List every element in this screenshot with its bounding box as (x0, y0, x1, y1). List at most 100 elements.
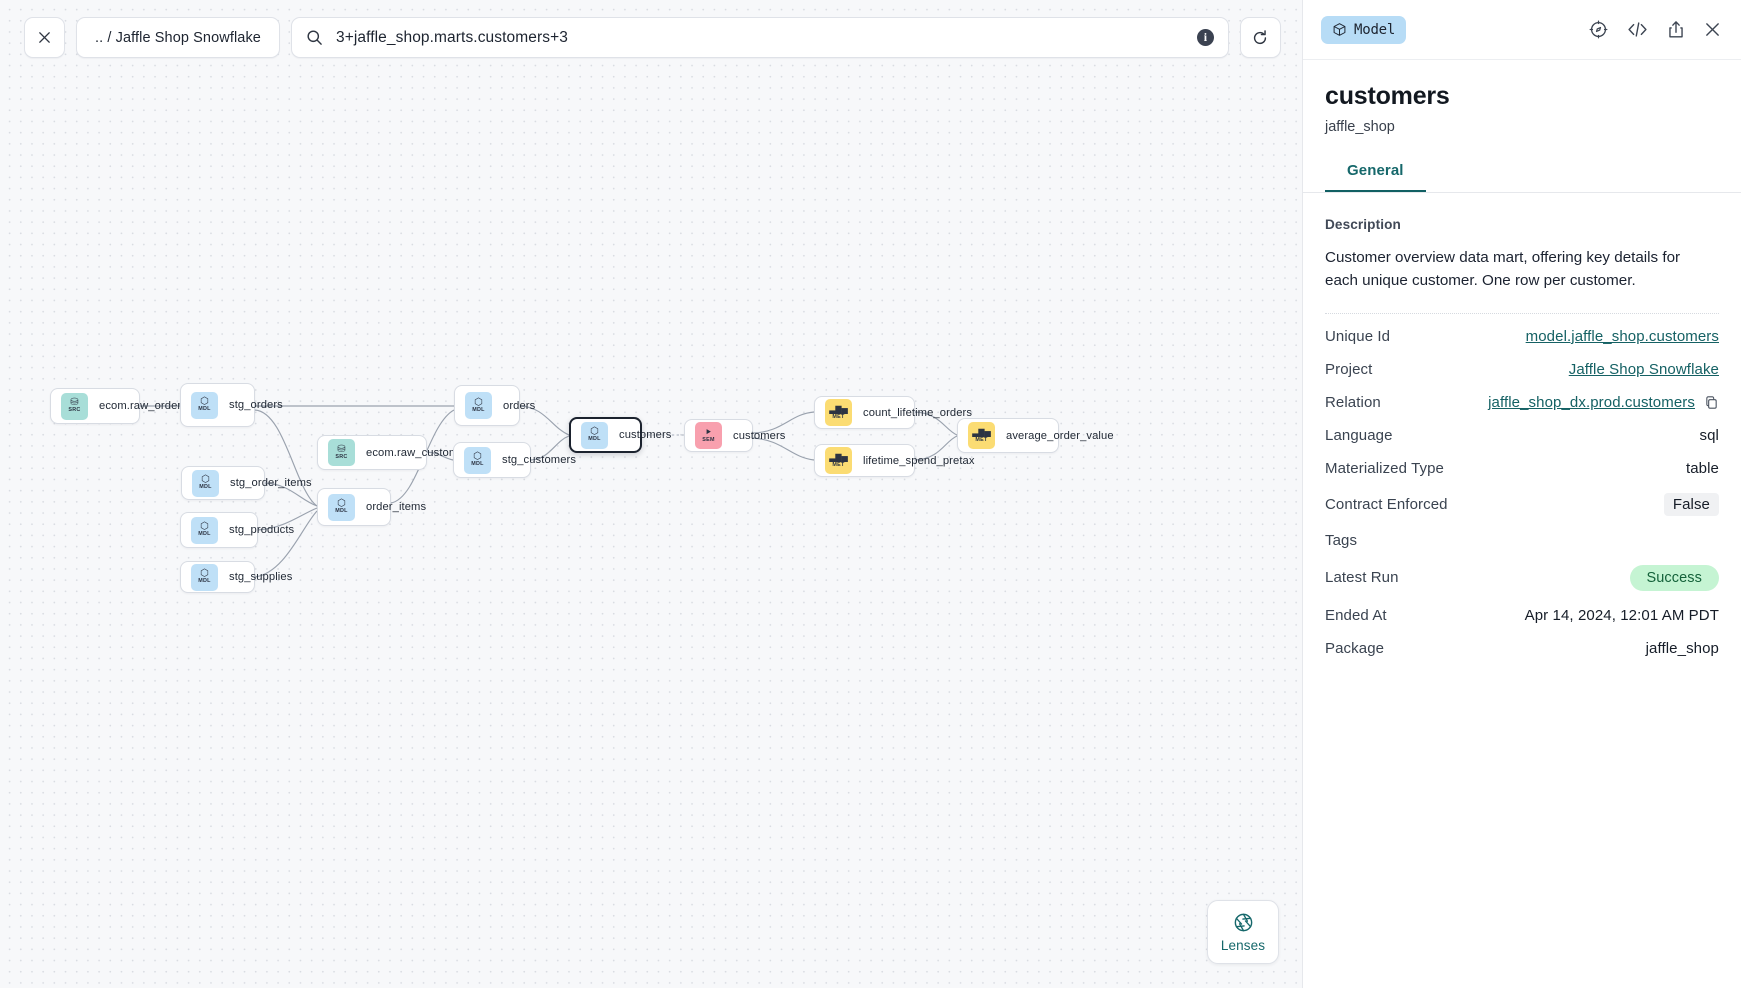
panel-body: Description Customer overview data mart,… (1303, 193, 1741, 988)
detail-row-value-wrap: model.jaffle_shop.customers (1526, 328, 1719, 345)
mdl-badge-icon: ⬡MDL (464, 446, 491, 474)
resource-type-chip[interactable]: Model (1321, 15, 1407, 44)
detail-row-value: sql (1699, 426, 1719, 444)
mdl-badge-icon: ⬡MDL (465, 392, 492, 419)
detail-row-value-wrap: Success (1629, 564, 1719, 591)
lineage-node-customers_model[interactable]: ⬡MDL customers (569, 417, 671, 453)
mdl-badge-icon: ⬡MDL (328, 493, 355, 521)
detail-row-key: Project (1325, 360, 1373, 378)
detail-row-value-wrap: False (1663, 492, 1719, 516)
node-label: ecom.raw_customers (366, 446, 475, 459)
detail-row-key: Tags (1325, 531, 1358, 549)
sem-badge-icon: ⯈SEM (695, 422, 722, 449)
cube-icon (1333, 23, 1346, 36)
detail-row-value[interactable]: jaffle_shop_dx.prod.customers (1488, 393, 1695, 411)
detail-panel: Model (1302, 0, 1741, 988)
close-icon[interactable] (1704, 21, 1721, 38)
mdl-badge-icon: ⬡MDL (191, 563, 218, 591)
detail-row: Tags (1325, 524, 1719, 557)
breadcrumb[interactable]: .. / Jaffle Shop Snowflake (76, 17, 280, 58)
src-badge-icon: ⛁SRC (61, 392, 88, 420)
met-badge-icon: ▃▇▅MET (968, 422, 995, 449)
detail-row-key: Ended At (1325, 606, 1387, 624)
lineage-node-stg_orders[interactable]: ⬡MDL stg_orders (180, 383, 283, 427)
src-badge-icon: ⛁SRC (328, 439, 355, 466)
detail-row: Project Jaffle Shop Snowflake (1325, 353, 1719, 386)
lineage-node-order_items[interactable]: ⬡MDL order_items (317, 488, 426, 526)
close-lineage-button[interactable] (24, 17, 65, 58)
detail-row-value: False (1663, 492, 1719, 516)
node-label: count_lifetime_orders (863, 406, 973, 419)
search-icon (307, 30, 322, 45)
mdl-badge-icon: ⬡MDL (192, 469, 219, 497)
detail-row-value: Apr 14, 2024, 12:01 AM PDT (1524, 606, 1719, 624)
code-icon[interactable] (1627, 20, 1648, 39)
node-label: stg_orders (229, 399, 283, 411)
lineage-node-count_lifetime_orders[interactable]: ▃▇▅MET count_lifetime_orders (814, 396, 972, 429)
detail-row-value-wrap: table (1686, 460, 1719, 477)
node-label: lifetime_spend_pretax (863, 454, 975, 467)
close-icon (39, 32, 50, 43)
detail-row: Contract Enforced False (1325, 485, 1719, 524)
description-label: Description (1325, 217, 1401, 232)
lineage-node-average_order_value[interactable]: ▃▇▅MET average_order_value (957, 418, 1114, 453)
search-bar[interactable]: i (290, 17, 1229, 58)
info-icon[interactable]: i (1196, 29, 1214, 46)
detail-row-value-wrap: jaffle_shop_dx.prod.customers (1488, 394, 1719, 411)
mdl-badge-icon: ⬡MDL (191, 391, 218, 419)
node-label: customers (619, 429, 672, 441)
panel-header: customers jaffle_shop (1303, 59, 1741, 135)
share-icon[interactable] (1667, 20, 1685, 39)
page-subtitle: jaffle_shop (1325, 119, 1395, 135)
tab-general[interactable]: General (1325, 162, 1426, 192)
status-badge: Success (1629, 564, 1719, 591)
lineage-node-orders[interactable]: ⬡MDL orders (454, 385, 535, 426)
node-label: orders (503, 399, 536, 412)
description-text: Customer overview data mart, offering ke… (1325, 249, 1681, 290)
lineage-canvas[interactable]: .. / Jaffle Shop Snowflake i (0, 0, 1302, 988)
lenses-label: Lenses (1220, 937, 1266, 953)
search-input[interactable] (335, 28, 1184, 47)
node-label: stg_order_items (230, 477, 312, 489)
copy-icon[interactable] (1704, 395, 1719, 410)
lineage-node-stg_supplies[interactable]: ⬡MDL stg_supplies (180, 561, 292, 593)
mdl-badge-icon: ⬡MDL (581, 421, 608, 449)
detail-row: Materialized Type table (1325, 452, 1719, 485)
node-label: ecom.raw_orders (99, 400, 187, 412)
lineage-node-ecom_raw_customers[interactable]: ⛁SRC ecom.raw_customers (317, 435, 474, 470)
detail-row: Latest Run Success (1325, 557, 1719, 599)
lineage-node-ecom_raw_orders[interactable]: ⛁SRC ecom.raw_orders (50, 388, 187, 424)
node-label: stg_products (229, 524, 295, 536)
detail-row-value[interactable]: Jaffle Shop Snowflake (1568, 360, 1719, 378)
met-badge-icon: ▃▇▅MET (825, 399, 852, 426)
divider (1325, 312, 1719, 314)
lenses-button[interactable]: Lenses (1207, 900, 1279, 964)
lenses-icon (1234, 913, 1252, 931)
page-title: customers (1325, 82, 1450, 110)
node-label: average_order_value (1006, 429, 1114, 442)
lineage-node-stg_order_items[interactable]: ⬡MDL stg_order_items (181, 466, 312, 500)
resource-type-label: Model (1354, 21, 1396, 38)
node-label: order_items (366, 501, 427, 513)
panel-toolbar: Model (1303, 0, 1741, 59)
detail-row-key: Contract Enforced (1325, 495, 1448, 513)
detail-row-value: jaffle_shop (1645, 639, 1719, 657)
detail-row-value[interactable]: model.jaffle_shop.customers (1525, 327, 1719, 345)
detail-row-key: Materialized Type (1325, 459, 1444, 477)
detail-row: Relation jaffle_shop_dx.prod.customers (1325, 386, 1719, 419)
refresh-button[interactable] (1239, 17, 1281, 58)
node-label: stg_supplies (229, 571, 293, 583)
detail-row-key: Relation (1325, 393, 1381, 411)
detail-row-key: Latest Run (1325, 569, 1399, 586)
detail-row-value-wrap: sql (1700, 427, 1719, 444)
compass-icon[interactable] (1589, 20, 1608, 39)
lineage-edges (140, 405, 958, 578)
